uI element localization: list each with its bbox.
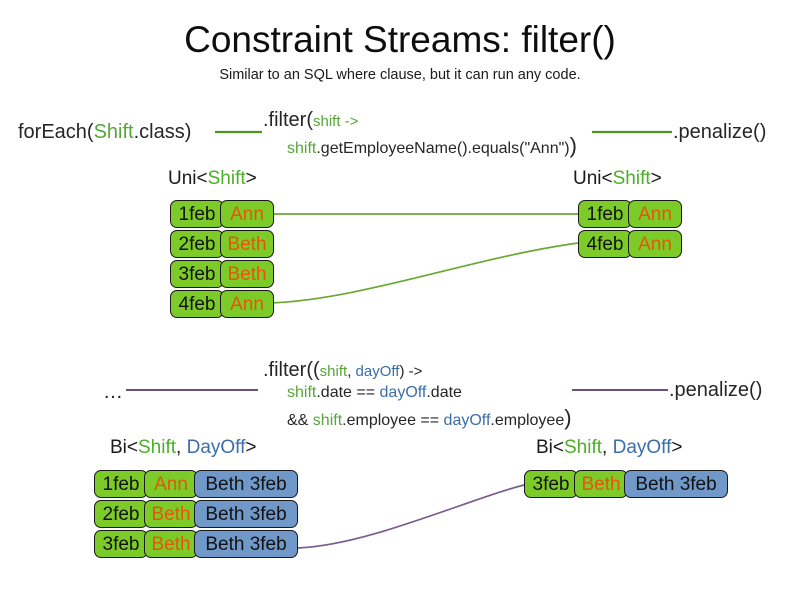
uni-filter-var: shift [287, 140, 317, 157]
uni-penalize-call: .penalize() [673, 121, 767, 143]
tuple-employee: Beth [220, 230, 274, 258]
foreach-type: Shift [93, 121, 134, 143]
bi-filter-l3-tail: .employee [490, 412, 565, 429]
uni-right-tuple-0[interactable]: 1feb Ann [578, 200, 682, 228]
uni-right-caption-prefix: Uni< [573, 168, 613, 189]
uni-filter-line2: shift.getEmployeeName().equals("Ann")) [287, 133, 577, 159]
bi-left-caption-type2: DayOff [186, 437, 246, 458]
tuple-employee: Ann [628, 200, 682, 228]
tuple-employee: Ann [220, 200, 274, 228]
tuple-date: 3feb [524, 470, 578, 498]
tuple-date: 4feb [170, 290, 224, 318]
bi-left-caption-prefix: Bi< [110, 437, 138, 458]
tuple-employee: Ann [628, 230, 682, 258]
tuple-employee: Ann [220, 290, 274, 318]
bi-filter-param2: dayOff [355, 363, 400, 380]
tuple-date: 1feb [94, 470, 148, 498]
bi-filter-arrow: ) -> [399, 363, 423, 380]
uni-right-caption: Uni<Shift> [573, 167, 662, 190]
tuple-employee: Beth [144, 530, 198, 558]
uni-right-caption-type: Shift [612, 168, 651, 189]
bi-right-caption-type1: Shift [564, 437, 603, 458]
tuple-date: 4feb [578, 230, 632, 258]
bi-filter-head: .filter(( [263, 359, 320, 381]
bi-filter-l2-mid: .date == [316, 384, 380, 401]
tuple-employee: Ann [144, 470, 198, 498]
bi-left-tuple-1[interactable]: 2feb Beth Beth 3feb [94, 500, 298, 528]
uni-left-tuple-2[interactable]: 3feb Beth [170, 260, 274, 288]
bi-left-tuple-2[interactable]: 3feb Beth Beth 3feb [94, 530, 298, 558]
uni-filter-param: shift -> [313, 113, 359, 130]
bi-right-caption-type2: DayOff [612, 437, 672, 458]
bi-filter-l3-var2: dayOff [443, 412, 491, 429]
tuple-employee: Beth [574, 470, 628, 498]
uni-right-caption-suffix: > [650, 168, 662, 189]
bi-left-tuple-0[interactable]: 1feb Ann Beth 3feb [94, 470, 298, 498]
link-bi-3feb [297, 483, 529, 549]
bi-left-caption-type1: Shift [138, 437, 177, 458]
tuple-date: 3feb [94, 530, 148, 558]
bi-filter-line1: .filter((shift, dayOff) -> [263, 358, 422, 384]
bi-left-caption-suffix: > [245, 437, 257, 458]
bi-right-caption-suffix: > [671, 437, 683, 458]
bi-filter-comma: , [347, 363, 356, 380]
bi-source-ellipsis: … [103, 381, 123, 403]
bi-right-tuple-0[interactable]: 3feb Beth Beth 3feb [524, 470, 728, 498]
tuple-employee: Beth [220, 260, 274, 288]
uni-left-caption: Uni<Shift> [168, 167, 257, 190]
foreach-call: forEach(Shift.class) [18, 120, 191, 144]
bi-filter-close-paren: ) [564, 405, 572, 430]
tuple-date: 2feb [94, 500, 148, 528]
page-title: Constraint Streams: filter() [184, 19, 616, 60]
uni-left-tuple-3[interactable]: 4feb Ann [170, 290, 274, 318]
tuple-dayoff: Beth 3feb [624, 470, 728, 498]
bi-right-caption: Bi<Shift, DayOff> [536, 436, 682, 459]
bi-filter-l3-mid: .employee == [342, 412, 444, 429]
bi-left-caption-comma: , [176, 437, 187, 458]
uni-right-tuple-1[interactable]: 4feb Ann [578, 230, 682, 258]
bi-filter-l2-var1: shift [287, 384, 317, 401]
bi-filter-param1: shift [319, 363, 348, 380]
bi-penalize-call: .penalize() [669, 379, 763, 401]
link-uni-4feb [269, 242, 579, 304]
bi-filter-l3-and: && [287, 412, 313, 429]
uni-left-caption-type: Shift [207, 168, 246, 189]
uni-filter-line1: .filter(shift -> [263, 108, 358, 134]
tuple-dayoff: Beth 3feb [194, 500, 298, 528]
uni-filter-head: .filter( [263, 109, 313, 131]
tuple-date: 1feb [578, 200, 632, 228]
uni-left-tuple-0[interactable]: 1feb Ann [170, 200, 274, 228]
uni-filter-close-paren: ) [569, 133, 577, 158]
tuple-date: 2feb [170, 230, 224, 258]
foreach-prefix: forEach( [18, 121, 94, 143]
bi-right-caption-comma: , [602, 437, 613, 458]
bi-right-caption-prefix: Bi< [536, 437, 564, 458]
bi-filter-l3-var1: shift [312, 412, 343, 429]
foreach-suffix: .class) [133, 121, 192, 143]
bi-filter-line2: shift.date == dayOff.date [287, 383, 462, 403]
bi-filter-line3: && shift.employee == dayOff.employee) [287, 405, 572, 431]
uni-left-caption-suffix: > [245, 168, 257, 189]
tuple-dayoff: Beth 3feb [194, 530, 298, 558]
tuple-dayoff: Beth 3feb [194, 470, 298, 498]
bi-filter-l2-tail: .date [426, 384, 462, 401]
tuple-date: 3feb [170, 260, 224, 288]
uni-filter-body: .getEmployeeName().equals("Ann") [316, 140, 570, 157]
uni-left-tuple-1[interactable]: 2feb Beth [170, 230, 274, 258]
tuple-date: 1feb [170, 200, 224, 228]
tuple-employee: Beth [144, 500, 198, 528]
bi-left-caption: Bi<Shift, DayOff> [110, 436, 256, 459]
page-subtitle: Similar to an SQL where clause, but it c… [219, 67, 581, 83]
bi-filter-l2-var2: dayOff [379, 384, 427, 401]
uni-left-caption-prefix: Uni< [168, 168, 208, 189]
